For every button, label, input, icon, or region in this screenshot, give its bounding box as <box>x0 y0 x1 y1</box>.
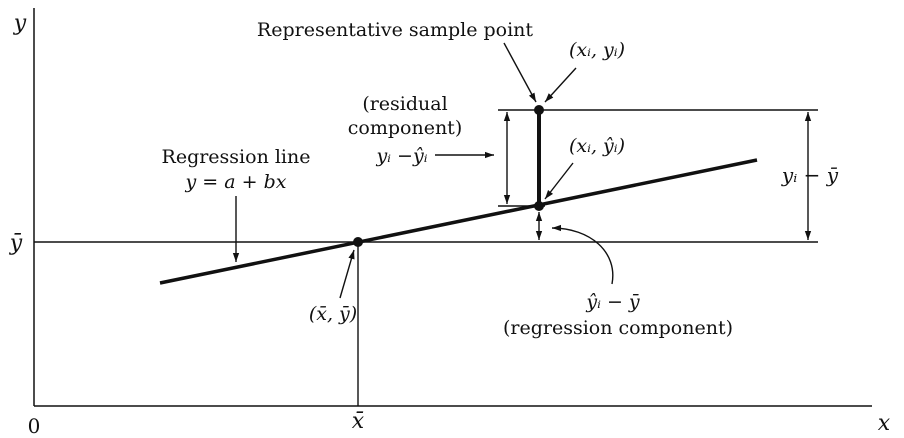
x-axis-label: x <box>878 411 891 436</box>
regression-component-label: (regression component) <box>503 317 733 339</box>
ybar-label: ȳ <box>9 231 23 256</box>
sample-point-title: Representative sample point <box>257 19 533 41</box>
y-axis-label: y <box>13 11 27 36</box>
predicted-point-coord: (xᵢ, ŷᵢ) <box>569 135 625 157</box>
sample-title-pointer <box>503 42 537 103</box>
mean-point <box>353 237 363 247</box>
sample-coord-pointer <box>544 67 577 103</box>
sample-point-coord: (xᵢ, yᵢ) <box>569 39 625 61</box>
residual-line2: component) <box>348 117 462 139</box>
predicted-point <box>534 201 544 211</box>
mean-point-pointer <box>339 249 355 299</box>
residual-expr: yᵢ −ŷᵢ <box>375 145 427 167</box>
regression-component-pointer <box>551 224 614 285</box>
regression-line <box>159 158 758 285</box>
predicted-coord-pointer <box>544 162 574 200</box>
sample-point <box>534 105 544 115</box>
mean-point-label: (x̄, ȳ) <box>309 303 357 325</box>
residual-line1: (residual <box>362 93 447 115</box>
total-deviation-expr: yᵢ − ȳ <box>781 163 839 187</box>
origin-label: 0 <box>28 414 41 438</box>
regression-line-equation: y = a + bx <box>185 171 287 193</box>
regression-deviation-expr: ŷᵢ − ȳ <box>585 291 640 313</box>
xbar-label: x̄ <box>352 409 365 434</box>
regression-line-title: Regression line <box>162 146 311 168</box>
